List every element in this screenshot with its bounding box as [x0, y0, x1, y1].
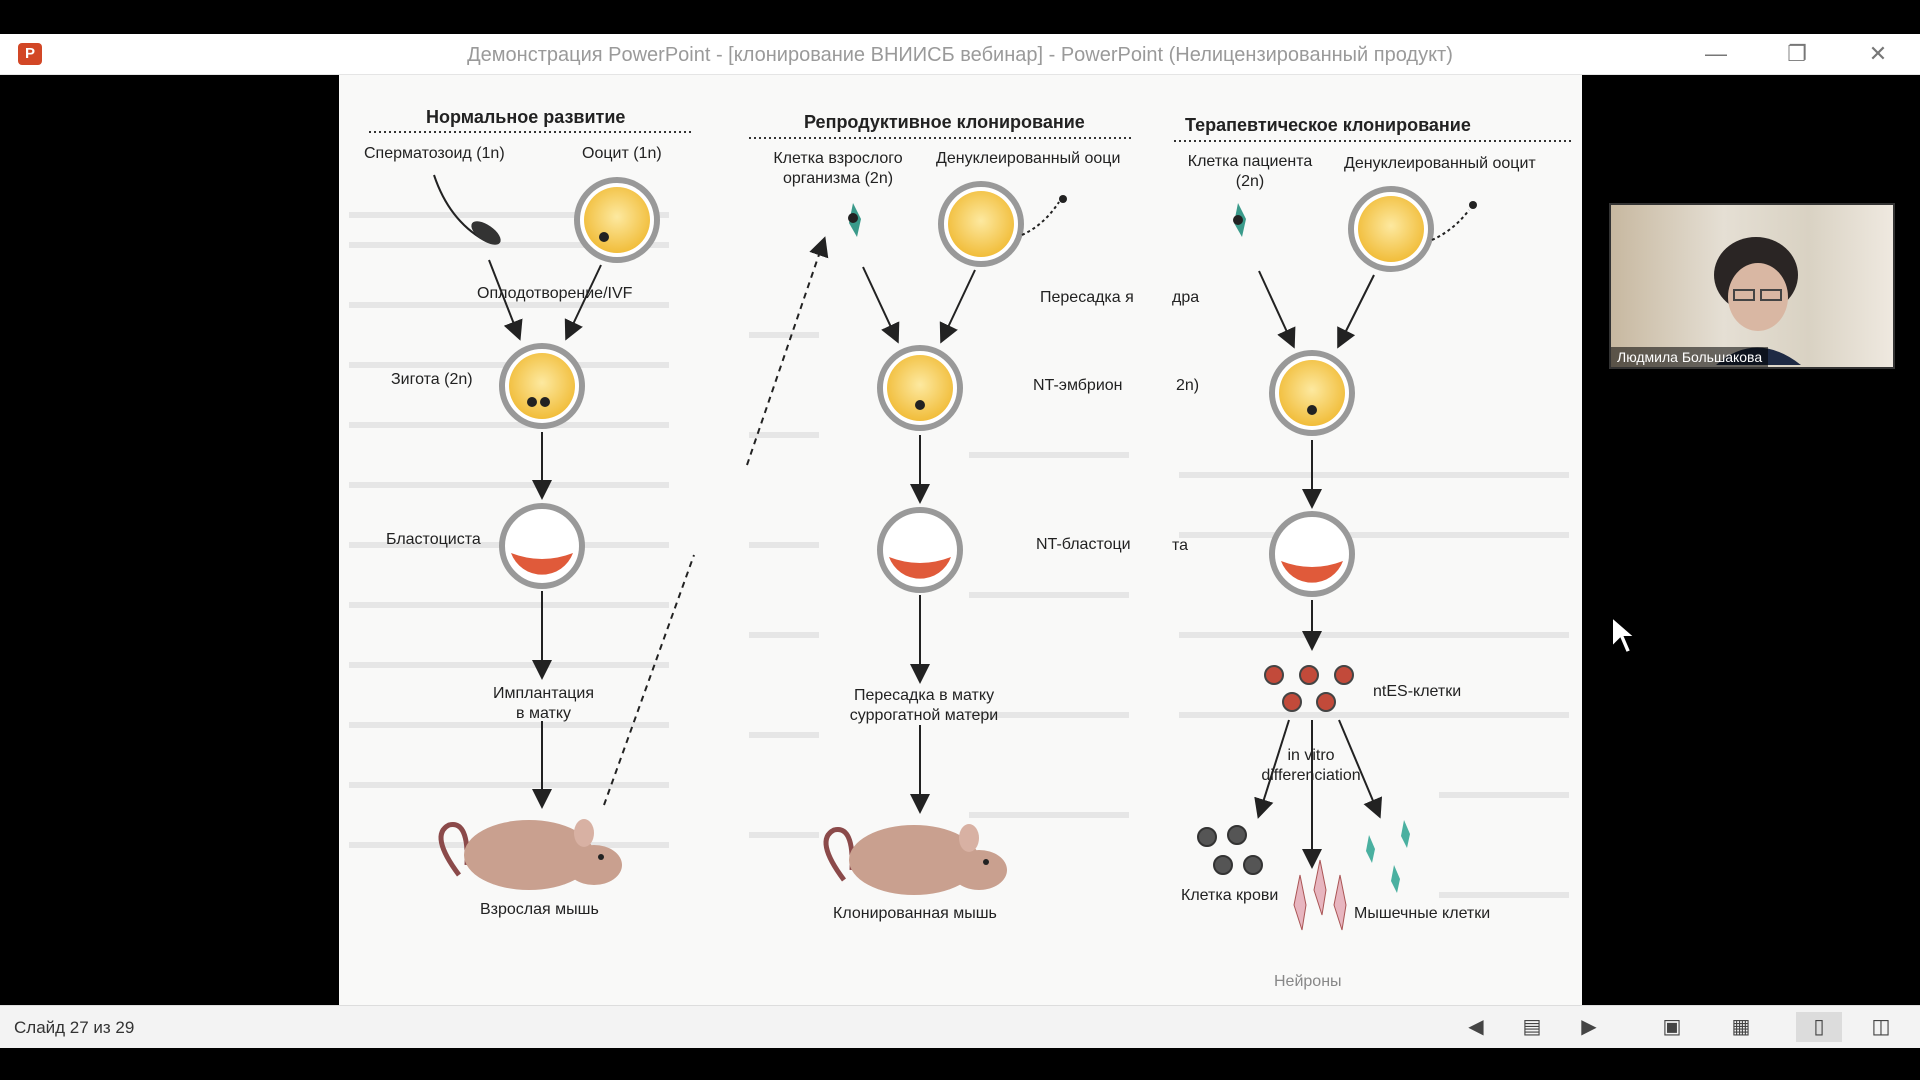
status-bar: Слайд 27 из 29 ◀ ▤ ▶ ▣ ▦ ▯ ◫ [0, 1005, 1920, 1048]
label-fragment-ta: та [1172, 537, 1189, 554]
cloning-diagram [349, 131, 1574, 931]
label-muscle-cells: Мышечные клетки [1354, 905, 1491, 922]
slideshow-icon[interactable]: ◫ [1871, 1016, 1891, 1038]
label-nt-blastocyst: NT-бластоци [1036, 536, 1131, 553]
label-implantation-2: в матку [516, 705, 571, 722]
slide-content: Нормальное развитие Сперматозоид (1n) Оо… [339, 75, 1582, 1005]
label-nuclear-transfer: Пересадка я [1040, 289, 1134, 306]
muscle-cell-icon [1366, 820, 1410, 893]
label-ntes-cells: ntES-клетки [1373, 683, 1462, 700]
label-fragment-dra: дра [1172, 289, 1200, 306]
slide-menu-icon[interactable]: ▤ [1522, 1016, 1542, 1038]
label-neurons: Нейроны [1274, 973, 1342, 990]
label-surrogate-2: суррогатной матери [849, 707, 999, 724]
blood-cell-icon [1197, 825, 1263, 875]
presenter-video: Людмила Большакова [1609, 203, 1895, 369]
next-slide-icon[interactable]: ▶ [1581, 1016, 1597, 1038]
sperm-icon [471, 221, 501, 245]
header-therapeutic-cloning: Терапевтическое клонирование [1185, 115, 1471, 135]
restore-icon[interactable]: ❐ [1787, 41, 1807, 66]
slide-sorter-icon[interactable]: ▦ [1731, 1016, 1751, 1038]
cloned-mouse-icon [823, 824, 1007, 895]
label-blastocyst: Бластоциста [386, 531, 481, 548]
presenter-avatar [1714, 237, 1801, 365]
label-implantation-1: Имплантация [492, 685, 595, 702]
label-in-vitro-2: differenciation [1261, 767, 1361, 784]
label-fertilization: Оплодотворение/IVF [477, 285, 633, 302]
label-zygote: Зигота (2n) [391, 371, 473, 388]
close-icon[interactable]: ✕ [1868, 41, 1888, 66]
window-title: Демонстрация PowerPoint - [клонирование … [467, 44, 1453, 66]
presenter-name: Людмила Большакова [1611, 347, 1769, 367]
slideshow-stage: Нормальное развитие Сперматозоид (1n) Оо… [0, 75, 1920, 1005]
normal-view-icon[interactable]: ▣ [1662, 1016, 1682, 1038]
header-reproductive-cloning: Репродуктивное клонирование [804, 112, 1085, 132]
title-bar: P Демонстрация PowerPoint - [клонировани… [0, 34, 1920, 75]
label-surrogate-1: Пересадка в матку [853, 687, 995, 704]
mouse-cursor-icon [1611, 615, 1638, 655]
label-in-vitro-1: in vitro [1287, 747, 1335, 764]
ntes-cells-icon [1264, 665, 1354, 712]
label-cloned-mouse: Клонированная мышь [833, 905, 997, 922]
adult-mouse-icon [438, 819, 622, 890]
label-sperm: Сперматозоид (1n) [364, 145, 505, 162]
header-normal-development: Нормальное развитие [426, 107, 626, 127]
label-adult-cell-2: организма (2n) [782, 170, 894, 187]
label-enucleated-oocyte-3: Денуклеированный ооцит [1344, 155, 1536, 172]
label-oocyte: Ооцит (1n) [582, 145, 662, 162]
label-patient-cell-1: Клетка пациента [1187, 153, 1313, 170]
powerpoint-icon: P [18, 43, 42, 65]
label-adult-mouse: Взрослая мышь [480, 901, 599, 918]
label-patient-cell-2: (2n) [1235, 173, 1265, 190]
slide-counter: Слайд 27 из 29 [14, 1018, 135, 1037]
minimize-icon[interactable]: — [1705, 41, 1727, 66]
label-blood-cell: Клетка крови [1181, 887, 1279, 904]
label-fragment-2n: 2n) [1176, 377, 1200, 394]
neuron-icon [1293, 859, 1347, 931]
label-nt-embryo: NT-эмбрион [1033, 377, 1123, 394]
reading-view-icon[interactable]: ▯ [1796, 1012, 1842, 1042]
label-enucleated-oocyte: Денуклеированный ооци [936, 150, 1121, 167]
previous-slide-icon[interactable]: ◀ [1468, 1016, 1484, 1038]
label-adult-cell-1: Клетка взрослого [773, 150, 903, 167]
